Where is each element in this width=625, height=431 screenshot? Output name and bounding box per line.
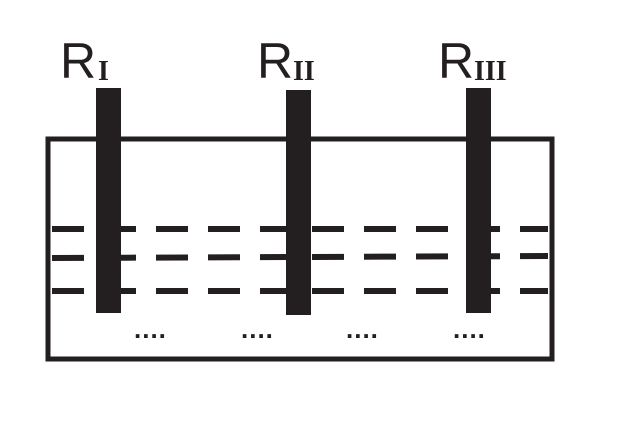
electrode-label-3: R III [438,33,507,89]
electrode-2 [286,90,311,315]
dots-3: .... [346,314,379,344]
electrode-1 [96,88,121,313]
electrode-3 [466,88,491,313]
liquid-line-2 [51,253,549,261]
electrode-label-2: R II [257,33,315,89]
dots-1: .... [134,314,167,344]
electrode-label-1: R I [60,33,109,89]
dots-4: .... [453,314,486,344]
dots-2: .... [241,314,274,344]
